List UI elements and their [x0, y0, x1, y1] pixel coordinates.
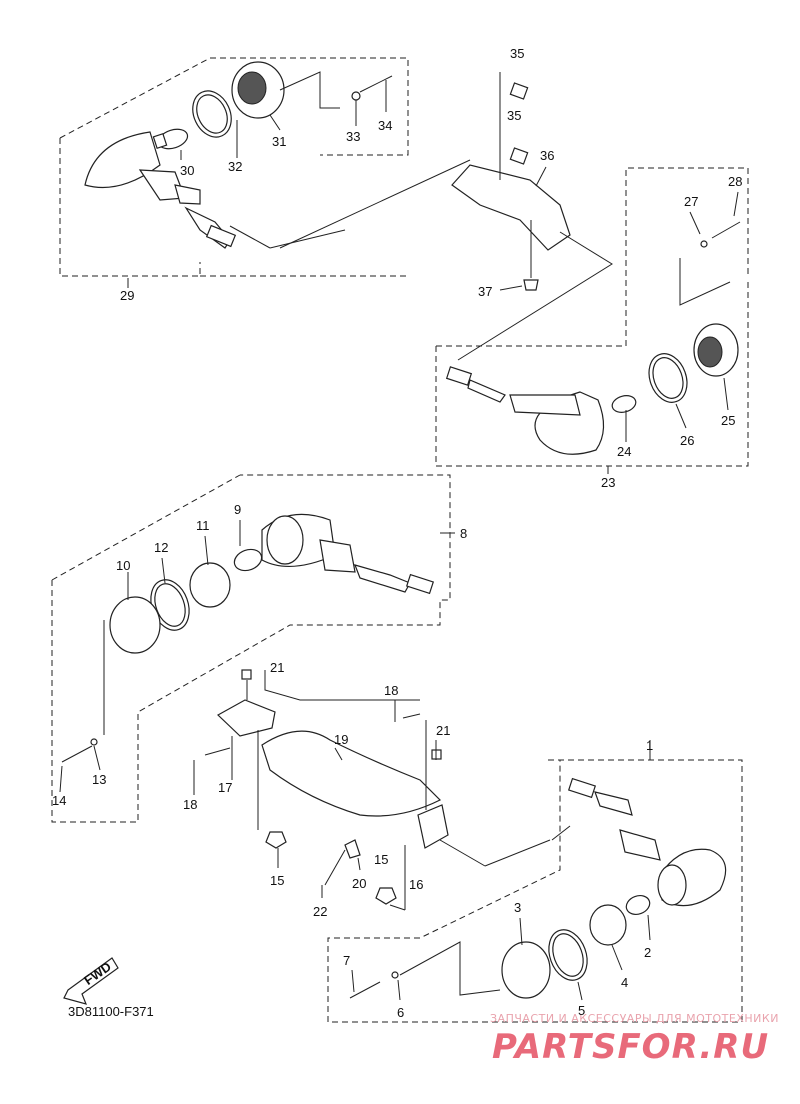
callout-28: 28	[728, 174, 742, 189]
callout-numbers: 1 2 3 4 5 6 7 8 9 10 11 12 13 14 15 15 1…	[52, 46, 742, 1020]
rim-10	[109, 596, 161, 654]
assembly-8-front-left-flasher	[51, 474, 455, 823]
nut-35-top	[509, 82, 529, 100]
front-stay-group	[193, 669, 571, 911]
bulb-24	[611, 395, 637, 413]
assembly-1-front-right-flasher	[327, 740, 743, 1023]
callout-10: 10	[116, 558, 130, 573]
washer-13	[90, 738, 98, 746]
bracket-36	[451, 164, 571, 251]
callout-25: 25	[721, 413, 735, 428]
callout-14: 14	[52, 793, 66, 808]
bracket-17	[216, 699, 276, 737]
callout-15-right: 15	[374, 852, 388, 867]
callout-20: 20	[352, 876, 366, 891]
rim-3	[501, 941, 551, 999]
callout-3: 3	[514, 900, 521, 915]
screw-22	[324, 849, 346, 886]
callout-23: 23	[601, 475, 615, 490]
callout-9: 9	[234, 502, 241, 517]
callout-17: 17	[218, 780, 232, 795]
callout-11: 11	[196, 518, 210, 533]
callout-1: 1	[646, 738, 653, 753]
callout-29: 29	[120, 288, 134, 303]
callout-6: 6	[397, 1005, 404, 1020]
nut-35-lower	[509, 147, 529, 165]
callout-7: 7	[343, 953, 350, 968]
callout-34: 34	[378, 118, 392, 133]
callout-5: 5	[578, 1003, 585, 1018]
callout-19: 19	[334, 732, 348, 747]
callout-35-top: 35	[510, 46, 524, 61]
assembly-23-rear-right-flasher	[435, 167, 749, 474]
callout-30: 30	[180, 163, 194, 178]
bolt-18-right	[402, 713, 421, 719]
bracket-36-group	[451, 72, 613, 361]
callout-27: 27	[684, 194, 698, 209]
lens-cone-29	[84, 131, 161, 188]
callout-21-right: 21	[436, 723, 450, 738]
callout-8: 8	[460, 526, 467, 541]
assembly-29-rear-left-flasher	[59, 57, 471, 288]
diagram-code: 3D81100-F371	[68, 1004, 154, 1019]
callout-13: 13	[92, 772, 106, 787]
callout-12: 12	[154, 540, 168, 555]
callout-35-lower: 35	[507, 108, 521, 123]
screw-34	[359, 75, 393, 93]
callout-22: 22	[313, 904, 327, 919]
callout-36: 36	[540, 148, 554, 163]
callout-18-right: 18	[384, 683, 398, 698]
stay-19	[261, 730, 442, 817]
washer-27	[700, 240, 708, 248]
screw-14	[61, 745, 93, 763]
fwd-arrow-icon: FWD	[63, 957, 119, 1005]
clip-21-left	[241, 669, 252, 680]
bolt-37	[523, 279, 539, 291]
callout-37: 37	[478, 284, 492, 299]
callout-24: 24	[617, 444, 631, 459]
screw-28	[711, 221, 741, 239]
callout-21-left: 21	[270, 660, 284, 675]
lens-cover-11	[189, 562, 231, 608]
screw-7	[349, 981, 381, 999]
nut-15-left	[265, 831, 287, 849]
bulb-2	[625, 894, 651, 916]
callout-33: 33	[346, 129, 360, 144]
nut-15-right	[375, 887, 397, 905]
callout-26: 26	[680, 433, 694, 448]
watermark-tagline: ЗАПЧАСТИ И АКСЕССУАРЫ ДЛЯ МОТОТЕХНИКИ	[490, 1012, 779, 1025]
callout-32: 32	[228, 159, 242, 174]
callout-4: 4	[621, 975, 628, 990]
callout-31: 31	[272, 134, 286, 149]
watermark-brand: PARTSFOR.RU	[492, 1027, 769, 1067]
callout-15-left: 15	[270, 873, 284, 888]
callout-16: 16	[409, 877, 423, 892]
callout-18-left: 18	[183, 797, 197, 812]
lens-cover-4	[589, 904, 627, 946]
collar-20	[344, 839, 361, 859]
bolt-18-left	[204, 747, 231, 756]
washer-6	[391, 971, 399, 979]
bracket-16	[417, 804, 449, 849]
callout-2: 2	[644, 945, 651, 960]
bulb-9	[233, 548, 263, 572]
